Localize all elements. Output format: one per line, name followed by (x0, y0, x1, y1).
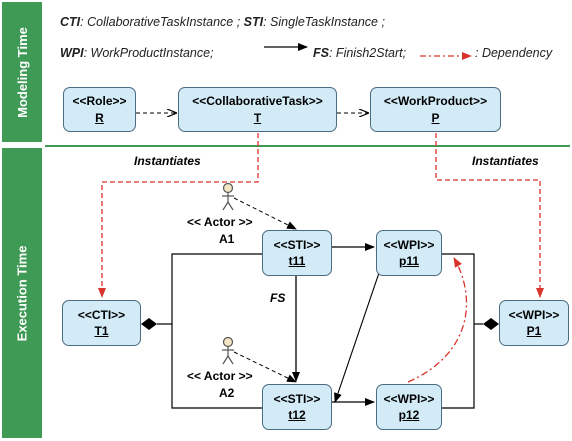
cti-type: <<CTI>> (77, 307, 126, 322)
composition-branch-t11 (171, 253, 262, 324)
product-type: <<WorkProduct>> (383, 94, 488, 109)
fs-label: FS (270, 291, 286, 305)
composition-diamond-right (483, 318, 499, 330)
legend-sti-abbr: STI (243, 15, 264, 29)
arrow-a1-to-t11 (233, 197, 297, 230)
instantiates-left-arrow (98, 133, 259, 298)
composition-branch-p11 (442, 253, 475, 324)
legend-fs-text: : Finish2Start; (328, 46, 407, 60)
sti-t12-id: t12 (288, 408, 306, 422)
legend-wpi: WPI: WorkProductInstance; (60, 46, 214, 60)
role-id: R (95, 110, 104, 125)
composition-branch-t12 (171, 324, 262, 409)
wpi-p11-type: <<WPI>> (383, 237, 435, 252)
dependency-p12-to-p11 (407, 257, 468, 383)
role-box: <<Role>> R (63, 87, 136, 132)
legend-cti-abbr: CTI (60, 15, 81, 29)
role-type: <<Role>> (72, 94, 127, 109)
collaborative-task-box: <<CollaborativeTask>> T (178, 87, 337, 132)
actor-a1-label: << Actor >> (187, 215, 253, 229)
wpi-p11-box: <<WPI>> p11 (376, 230, 442, 276)
execution-time-band: Execution Time (2, 148, 42, 438)
actor-a2-label: << Actor >> (187, 369, 253, 383)
work-product-box: <<WorkProduct>> P (370, 87, 501, 132)
legend-sti-text: : SingleTaskInstance ; (263, 15, 385, 29)
composition-branch-p12 (442, 324, 475, 409)
cti-id: T1 (94, 324, 109, 338)
wpi-p12-type: <<WPI>> (383, 391, 435, 406)
sti-t12-box: <<STI>> t12 (262, 384, 332, 430)
cti-t1-box: <<CTI>> T1 (62, 300, 141, 346)
actor-a1-id: A1 (219, 232, 235, 246)
sti-t12-type: <<STI>> (273, 391, 321, 406)
legend-cti-text: : CollaborativeTaskInstance ; (80, 15, 244, 29)
wpi-p12-id: p12 (398, 408, 420, 422)
modeling-time-band: Modeling Time (2, 2, 42, 142)
product-id: P (431, 110, 440, 125)
actor-a1-icon (222, 182, 234, 211)
instantiates-right-arrow (435, 133, 544, 298)
actor-a2-icon (222, 336, 234, 365)
legend-wpi-text: : WorkProductInstance; (83, 46, 214, 60)
wpi-p12-box: <<WPI>> p12 (376, 384, 442, 430)
actor-a2-id: A2 (219, 386, 235, 400)
task-id: T (253, 110, 262, 125)
legend-dependency-text: : Dependency (475, 46, 553, 60)
sti-t11-type: <<STI>> (273, 237, 321, 252)
arrow-p11-to-t12 (334, 263, 383, 403)
arrow-a2-to-t12 (233, 351, 297, 383)
legend-fs-abbr: FS (313, 46, 329, 60)
legend-dependency: : Dependency (475, 46, 552, 60)
legend-wpi-abbr: WPI (60, 46, 84, 60)
sti-t11-box: <<STI>> t11 (262, 230, 332, 276)
legend-line-1: CTI: CollaborativeTaskInstance ; STI: Si… (60, 15, 385, 29)
instantiates-left-label: Instantiates (134, 154, 201, 168)
wpi-P1-type: <<WPI>> (508, 307, 560, 322)
instantiates-right-label: Instantiates (472, 154, 539, 168)
composition-diamond-left (141, 318, 157, 330)
sti-t11-id: t11 (288, 254, 306, 268)
legend-fs: FS: Finish2Start; (313, 46, 406, 60)
wpi-P1-id: P1 (526, 324, 542, 338)
wpi-P1-box: <<WPI>> P1 (499, 300, 569, 346)
task-type: <<CollaborativeTask>> (192, 94, 323, 109)
wpi-p11-id: p11 (398, 254, 419, 268)
